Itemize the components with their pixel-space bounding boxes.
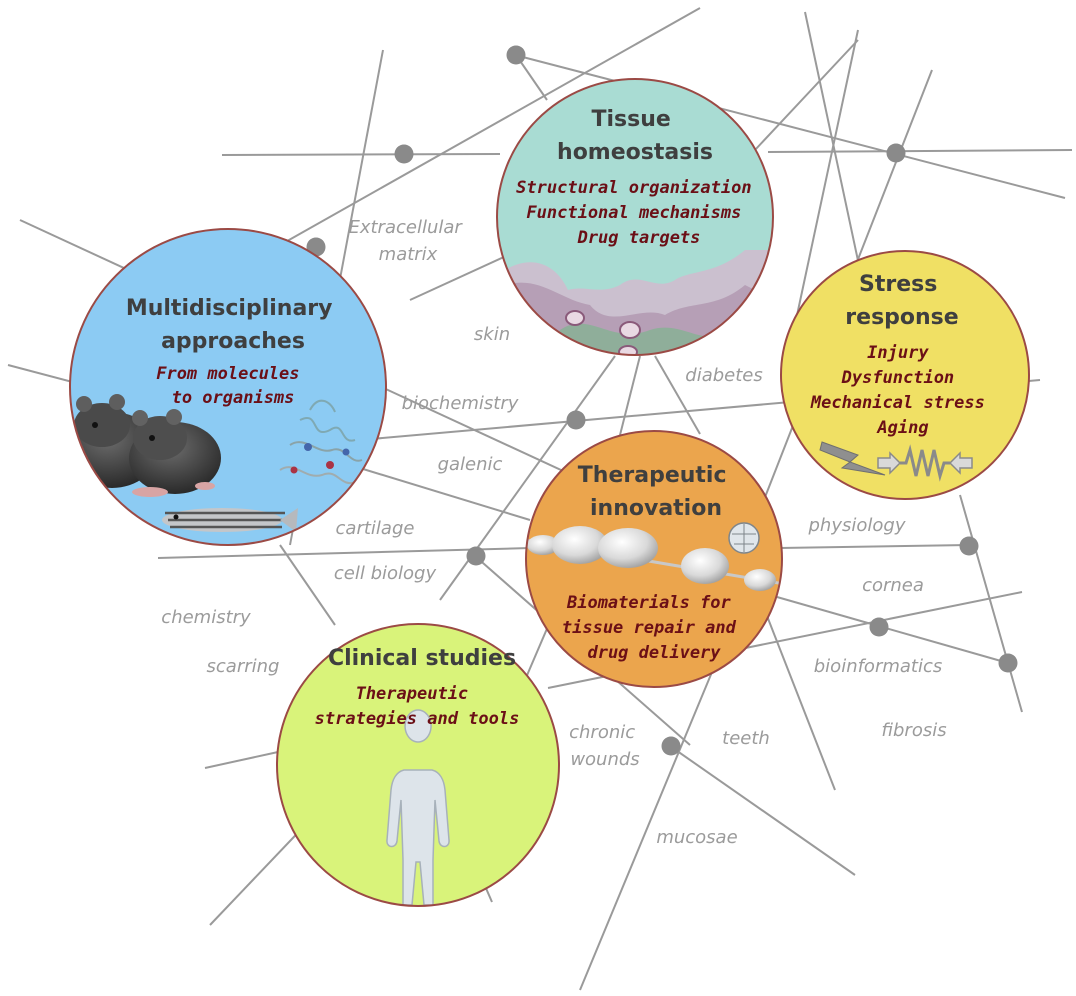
keyword-chemistry: chemistry [161, 607, 251, 628]
spring-icon [877, 444, 973, 482]
multidisciplinary-approaches-circle: Multidisciplinary approaches From molecu… [69, 228, 387, 546]
multidisciplinary-approaches-subtitle: From molecules to organisms [156, 364, 310, 408]
therapeutic-innovation-circle: Therapeutic innovation Biomaterials for … [525, 430, 783, 688]
network-node [506, 45, 526, 65]
clinical-studies-subtitle: Therapeutic strategies and tools [315, 684, 520, 729]
clinical-studies-title: Clinical studies [328, 646, 516, 671]
keyword-skin: skin [474, 324, 510, 345]
keyword-labels: Extracellular matrix skin diabetes bioch… [161, 217, 946, 848]
network-node [998, 653, 1018, 673]
keyword-cell-biology: cell biology [334, 563, 437, 584]
network-nodes [306, 45, 1018, 756]
therapeutic-innovation-subtitle: Biomaterials for tissue repair and drug … [562, 593, 746, 663]
stress-response-circle: Stress response Injury Dysfunction Mecha… [780, 250, 1030, 500]
network-node [661, 736, 681, 756]
stress-response-subtitle: Injury Dysfunction Mechanical stress Agi… [810, 343, 995, 438]
network-node [886, 143, 906, 163]
multidisciplinary-approaches-title: Multidisciplinary approaches [126, 296, 340, 354]
keyword-galenic: galenic [438, 454, 503, 475]
tissue-homeostasis-title: Tissue homeostasis [557, 107, 713, 165]
keyword-bioinformatics: bioinformatics [814, 656, 943, 677]
keyword-chronic-wounds: chronic wounds [569, 722, 641, 770]
clinical-studies-circle: Clinical studies Therapeutic strategies … [276, 623, 560, 907]
network-node [394, 144, 414, 164]
lightning-icon [819, 441, 886, 476]
protein-structure-image [279, 399, 363, 485]
stress-response-title: Stress response [845, 272, 958, 330]
keyword-physiology: physiology [808, 515, 906, 536]
keyword-diabetes: diabetes [685, 365, 762, 386]
network-node [466, 546, 486, 566]
keyword-mucosae: mucosae [656, 827, 737, 848]
tissue-homeostasis-circle: Tissue homeostasis Structural organizati… [496, 78, 774, 356]
biomaterial-particles-image [526, 522, 782, 591]
tissue-homeostasis-subtitle: Structural organization Functional mecha… [516, 178, 762, 248]
keyword-extracellular-matrix: Extracellular matrix [348, 217, 467, 265]
zebrafish-image [162, 508, 298, 532]
keyword-fibrosis: fibrosis [881, 720, 946, 741]
keyword-cornea: cornea [862, 575, 924, 596]
keyword-teeth: teeth [722, 728, 770, 749]
human-silhouette-icon [386, 709, 450, 906]
network-node [869, 617, 889, 637]
keyword-scarring: scarring [207, 656, 280, 677]
network-node [566, 410, 586, 430]
network-node [959, 536, 979, 556]
keyword-cartilage: cartilage [336, 518, 415, 539]
keyword-biochemistry: biochemistry [402, 393, 519, 414]
therapeutic-innovation-title: Therapeutic innovation [578, 463, 734, 521]
